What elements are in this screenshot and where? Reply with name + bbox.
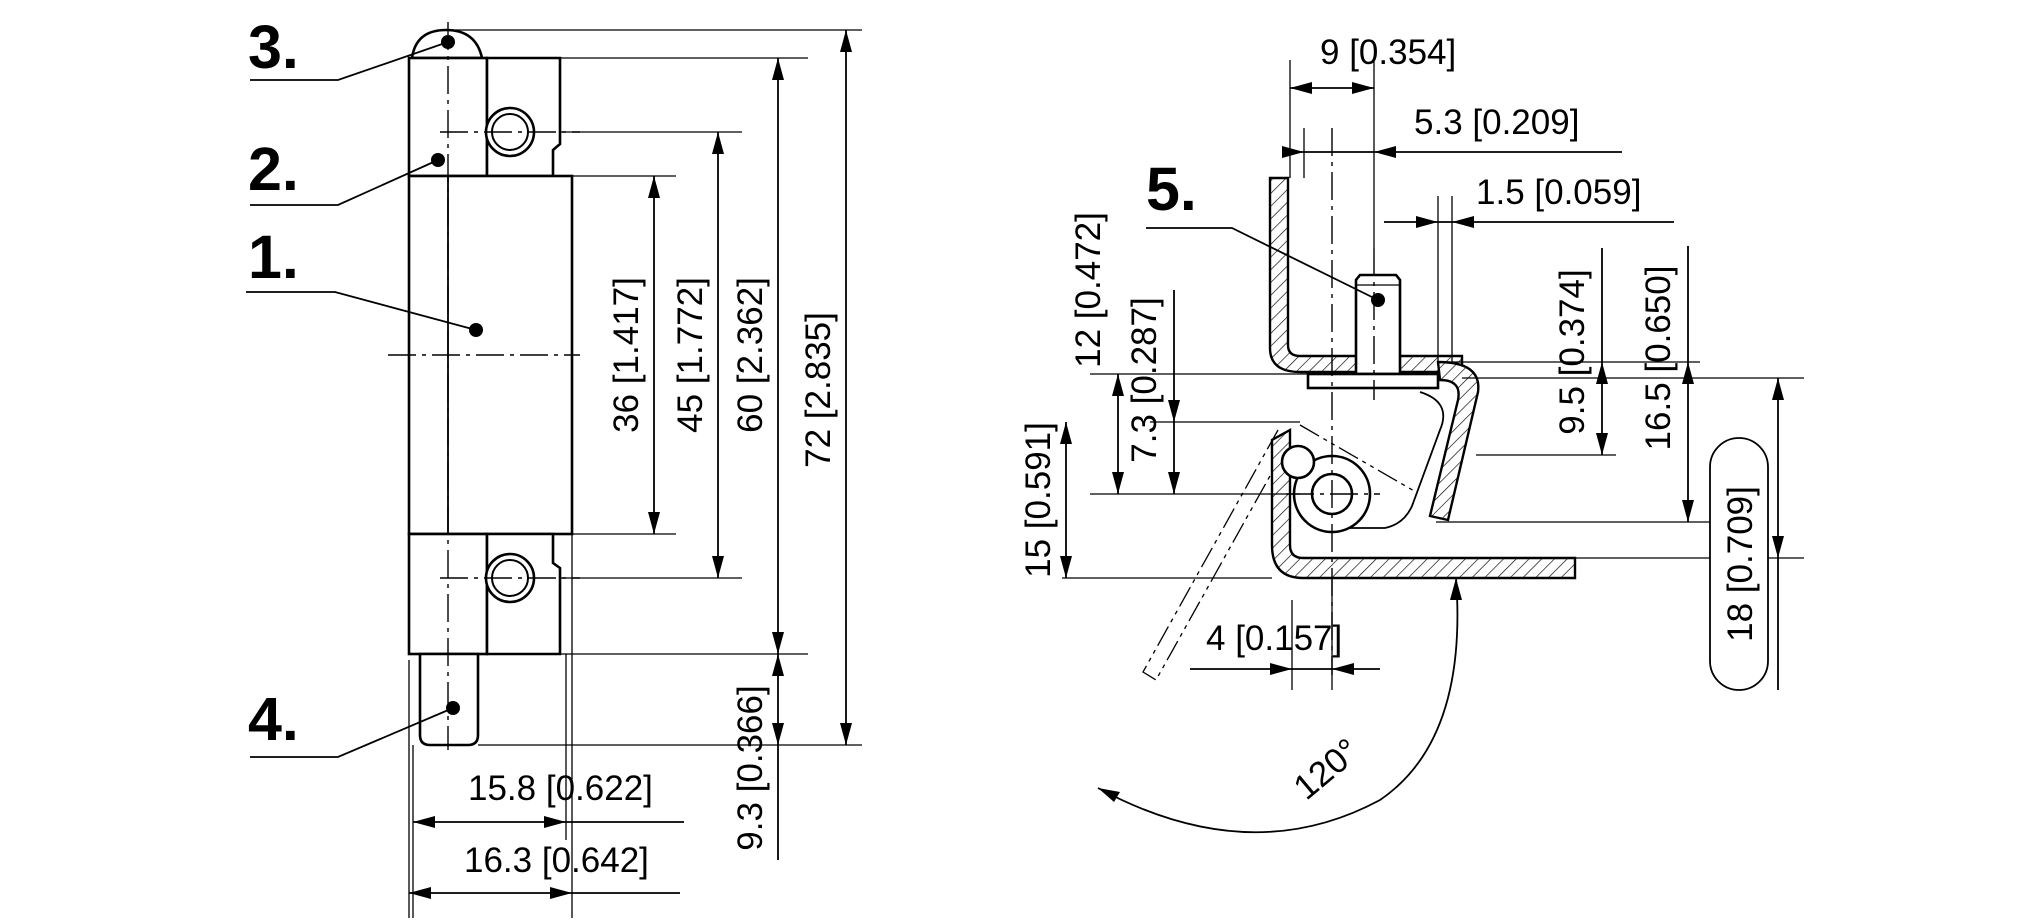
lower-leaf [1270,427,1577,580]
dim-45: 45 [1.772] [671,277,710,433]
dim-5-3: 5.3 [0.209] [1414,103,1579,142]
dim-12: 12 [0.472] [1069,212,1108,368]
dim-angle-120: 120° [1286,731,1367,807]
dim-9-5: 9.5 [0.374] [1553,269,1592,434]
dim-15-8: 15.8 [0.622] [468,769,653,808]
right-callout: 5. [1146,155,1385,307]
dim-9-3: 9.3 [0.366] [731,685,770,850]
dim-16-3: 16.3 [0.642] [464,841,649,880]
dim-18: 18 [0.709] [1721,486,1760,642]
left-callouts: 3. 2. 1. 4. [246,13,483,758]
dim-15: 15 [0.591] [1019,422,1058,578]
callout-5: 5. [1146,155,1197,223]
spring-arm [1428,360,1480,522]
dim-9: 9 [0.354] [1320,33,1456,72]
dim-72: 72 [2.835] [799,312,838,468]
dim-60: 60 [2.362] [731,277,770,433]
right-dimensions: 9 [0.354] 5.3 [0.209] 1.5 [0.059] 12 [0.… [1019,33,1804,834]
left-dimensions: 36 [1.417] 45 [1.772] 60 [2.362] 72 [2.8… [408,29,862,918]
dim-7-3: 7.3 [0.287] [1125,297,1164,462]
dim-16-5: 16.5 [0.650] [1639,266,1678,451]
callout-4: 4. [248,685,299,753]
callout-2: 2. [248,135,299,203]
dim-4: 4 [0.157] [1206,619,1342,658]
callout-1: 1. [248,223,299,291]
dim-1-5: 1.5 [0.059] [1476,173,1641,212]
stud-pin [1354,273,1402,376]
mounting-plate [1306,372,1440,390]
reference-dim-box [1709,437,1769,691]
bottom-pin [418,652,480,747]
callout-3: 3. [248,13,299,81]
upper-leaf [1268,176,1464,374]
hinge-front-view [388,22,580,750]
dim-36: 36 [1.417] [607,277,646,433]
